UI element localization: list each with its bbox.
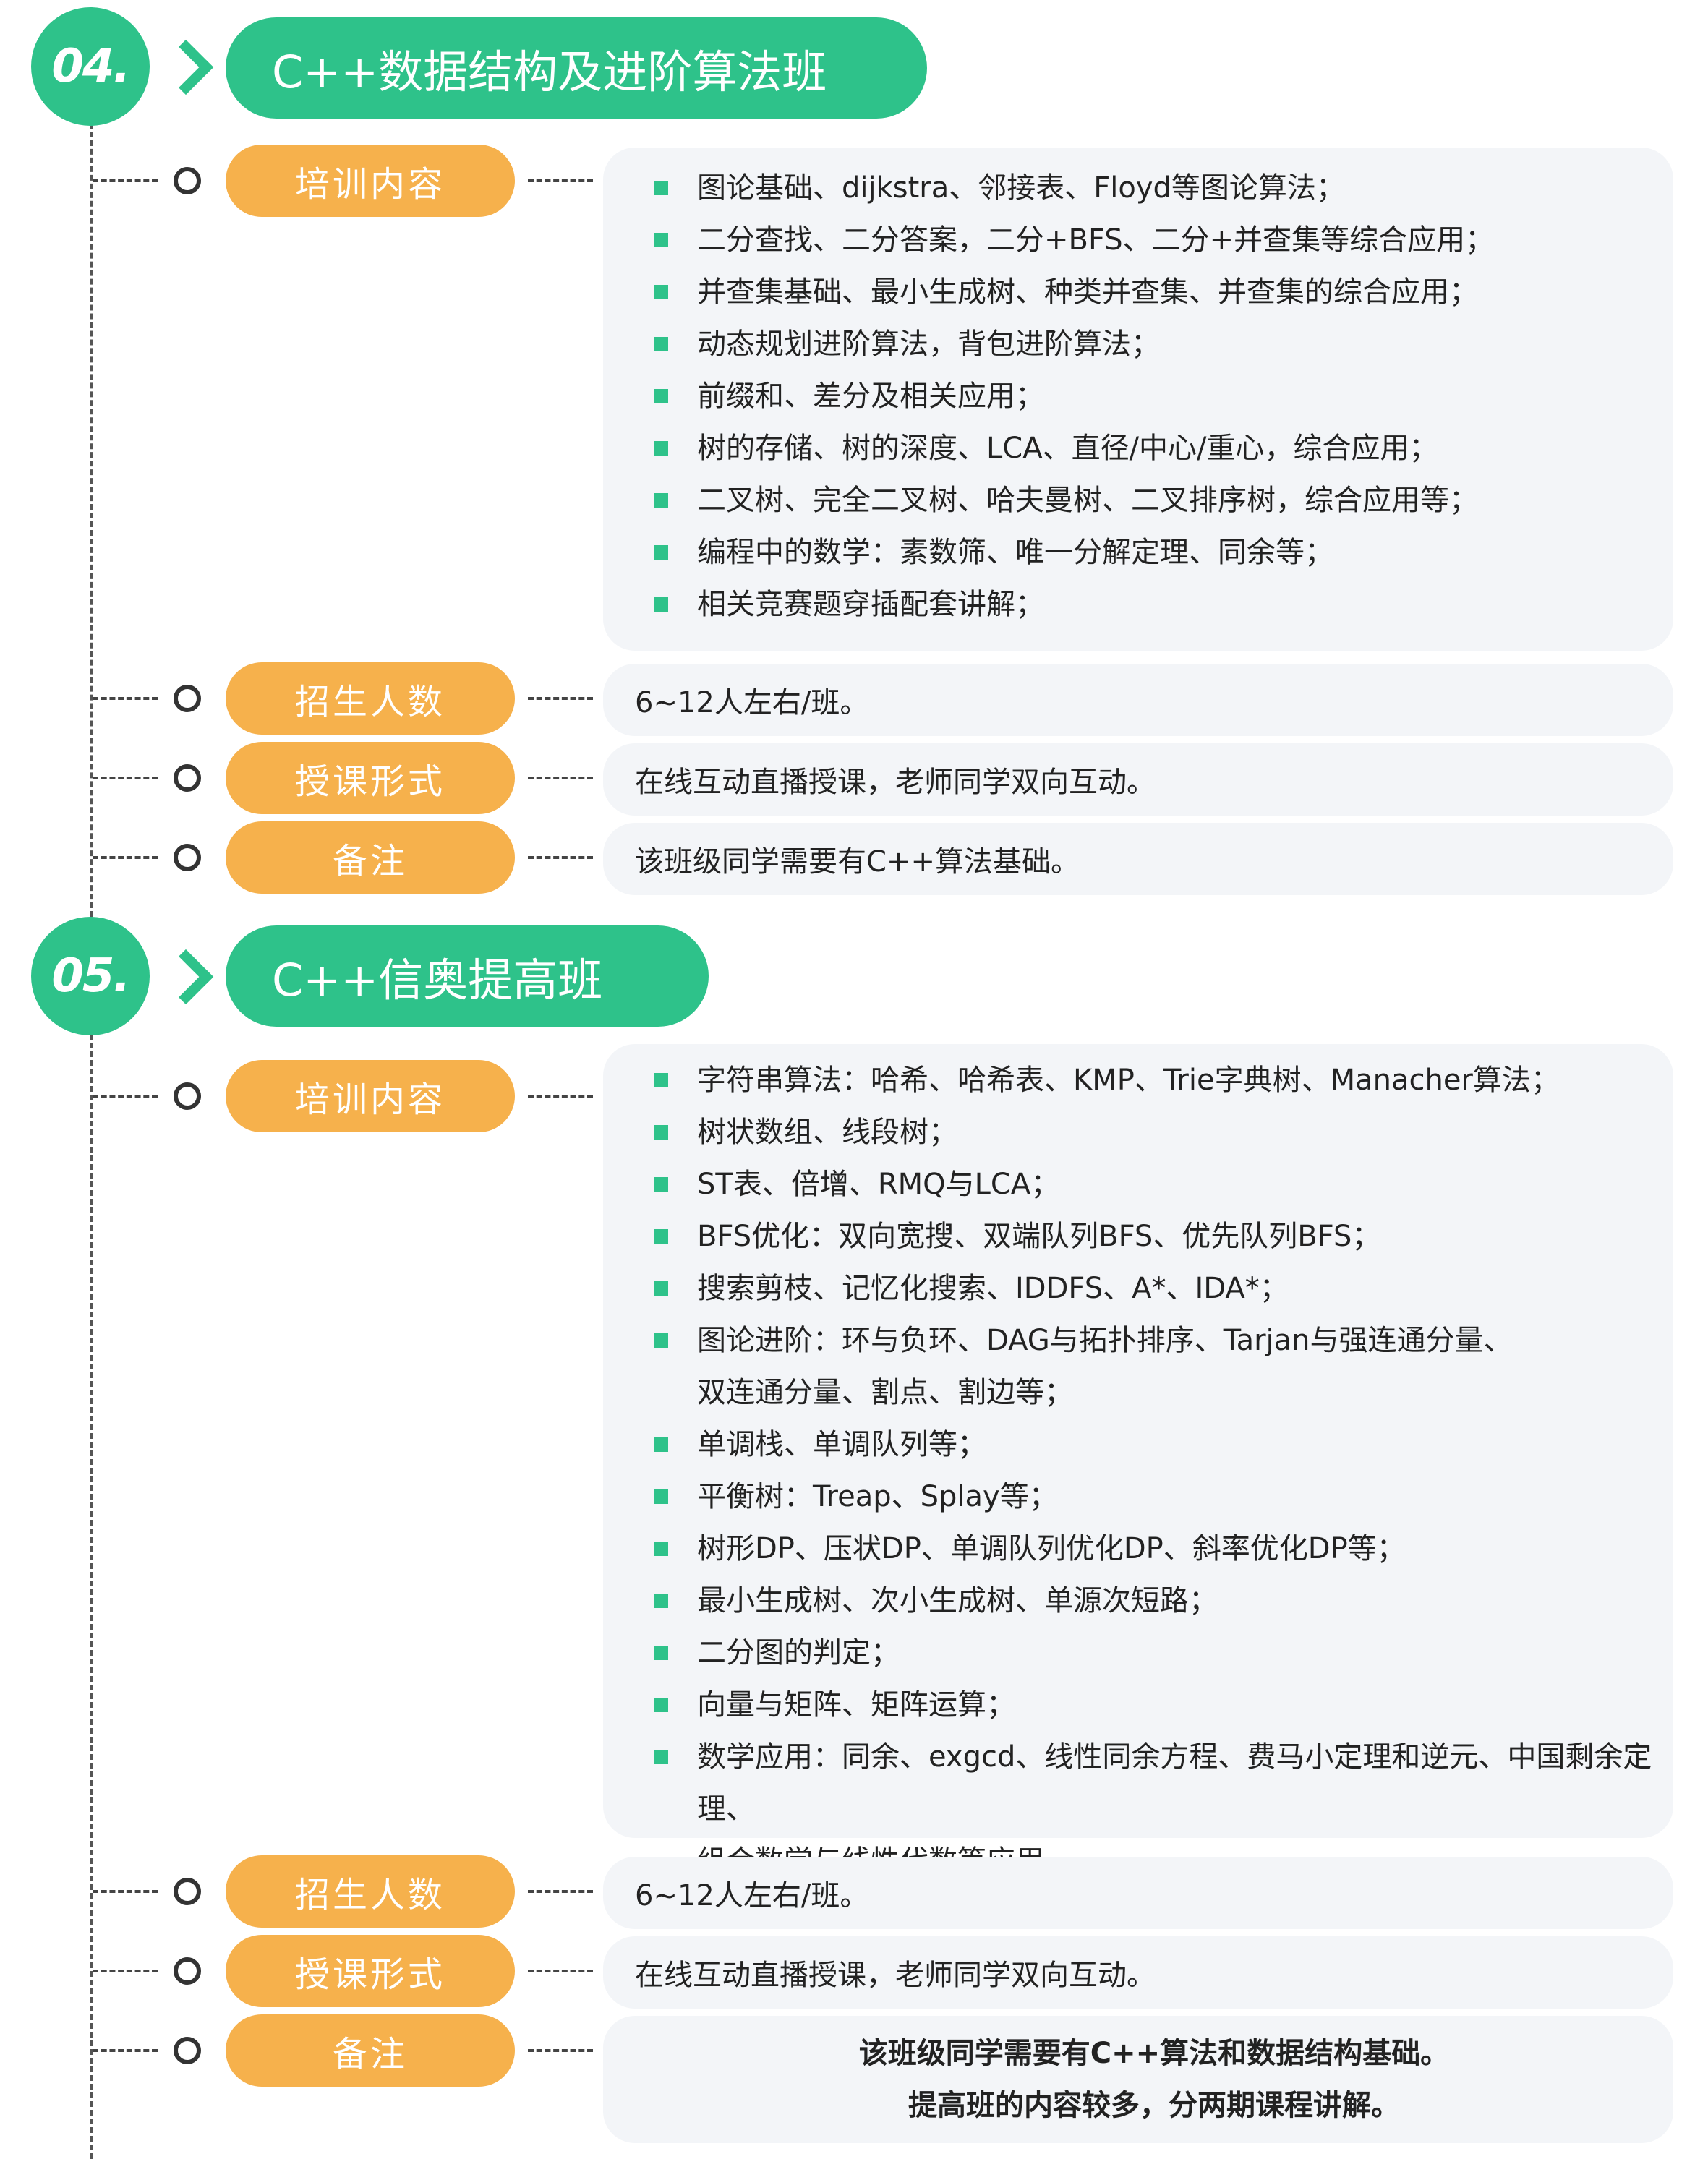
row-connector-right — [528, 777, 593, 779]
note-value-box: 该班级同学需要有C++算法和数据结构基础。 提高班的内容较多，分两期课程讲解。 — [603, 2016, 1673, 2143]
format-value-box: 在线互动直播授课，老师同学双向互动。 — [603, 743, 1673, 816]
label-enrollment-text: 招生人数 — [294, 1875, 445, 1915]
row-connector-left — [93, 777, 158, 779]
section-number: 05. — [51, 949, 130, 1003]
list-item: 图论基础、dijkstra、邻接表、Floyd等图论算法； — [654, 162, 1659, 214]
row-connector-left — [93, 697, 158, 700]
format-value-box: 在线互动直播授课，老师同学双向互动。 — [603, 1936, 1673, 2009]
list-item: 前缀和、差分及相关应用； — [654, 370, 1659, 422]
list-item: 最小生成树、次小生成树、单源次短路； — [654, 1575, 1659, 1627]
circle-outline-icon — [174, 1878, 201, 1905]
list-item: 二叉树、完全二叉树、哈夫曼树、二叉排序树，综合应用等； — [654, 474, 1659, 526]
label-note-text: 备注 — [332, 841, 408, 881]
row-connector-right — [528, 2049, 593, 2052]
label-note-text: 备注 — [332, 2034, 408, 2074]
section-title-pill: C++信奥提高班 — [226, 925, 709, 1027]
timeline-line-05 — [90, 1034, 93, 2159]
note-value-box: 该班级同学需要有C++算法基础。 — [603, 823, 1673, 895]
list-item: 二分图的判定； — [654, 1627, 1659, 1679]
label-content-text: 培训内容 — [294, 164, 445, 205]
timeline-line-04 — [90, 123, 93, 925]
chevron-right-icon — [166, 944, 195, 1002]
label-note: 备注 — [226, 2014, 515, 2087]
section-number: 04. — [51, 40, 130, 93]
list-item: 二分查找、二分答案，二分+BFS、二分+并查集等综合应用； — [654, 214, 1659, 266]
course-item-list: 字符串算法：哈希、哈希表、KMP、Trie字典树、Manacher算法； 树状数… — [603, 1054, 1673, 1887]
row-connector-left — [93, 1970, 158, 1972]
circle-outline-icon — [174, 1082, 201, 1110]
list-item: BFS优化：双向宽搜、双端队列BFS、优先队列BFS； — [654, 1210, 1659, 1262]
list-item: 树的存储、树的深度、LCA、直径/中心/重心，综合应用； — [654, 422, 1659, 474]
section-title-pill: C++数据结构及进阶算法班 — [226, 17, 927, 119]
row-connector-right — [528, 179, 593, 182]
label-format: 授课形式 — [226, 1935, 515, 2007]
label-content: 培训内容 — [226, 1060, 515, 1132]
list-item: 编程中的数学：素数筛、唯一分解定理、同余等； — [654, 526, 1659, 578]
row-connector-left — [93, 179, 158, 182]
course-item-list: 图论基础、dijkstra、邻接表、Floyd等图论算法； 二分查找、二分答案，… — [603, 162, 1673, 630]
circle-outline-icon — [174, 764, 201, 792]
list-item: 单调栈、单调队列等； — [654, 1419, 1659, 1471]
list-item: 树状数组、线段树； — [654, 1106, 1659, 1158]
circle-outline-icon — [174, 167, 201, 194]
list-item: 图论进阶：环与负环、DAG与拓扑排序、Tarjan与强连通分量、 — [654, 1314, 1659, 1367]
section-title: C++信奥提高班 — [272, 954, 603, 1006]
list-item: ST表、倍增、RMQ与LCA； — [654, 1158, 1659, 1210]
list-item: 动态规划进阶算法，背包进阶算法； — [654, 318, 1659, 370]
format-value: 在线互动直播授课，老师同学双向互动。 — [635, 766, 1156, 799]
list-item: 搜索剪枝、记忆化搜索、IDDFS、A*、IDA*； — [654, 1262, 1659, 1314]
list-item: 平衡树：Treap、Splay等； — [654, 1471, 1659, 1523]
label-enrollment: 招生人数 — [226, 1855, 515, 1928]
list-item: 相关竞赛题穿插配套讲解； — [654, 578, 1659, 630]
row-connector-right — [528, 1095, 593, 1098]
section-number-badge: 04. — [31, 7, 150, 126]
row-connector-right — [528, 697, 593, 700]
list-item: 树形DP、压状DP、单调队列优化DP、斜率优化DP等； — [654, 1523, 1659, 1575]
row-connector-left — [93, 856, 158, 859]
circle-outline-icon — [174, 844, 201, 871]
label-format-text: 授课形式 — [294, 1954, 445, 1995]
row-connector-left — [93, 2049, 158, 2052]
enrollment-value: 6~12人左右/班。 — [635, 686, 869, 719]
label-content: 培训内容 — [226, 145, 515, 217]
chevron-right-icon — [166, 35, 195, 93]
enrollment-value: 6~12人左右/班。 — [635, 1879, 869, 1912]
section-number-badge: 05. — [31, 917, 150, 1035]
note-line: 该班级同学需要有C++算法和数据结构基础。 — [858, 2037, 1450, 2070]
circle-outline-icon — [174, 1957, 201, 1985]
circle-outline-icon — [174, 685, 201, 712]
list-item-continuation: 双连通分量、割点、割边等； — [697, 1376, 1073, 1409]
row-connector-right — [528, 1970, 593, 1972]
list-item: 并查集基础、最小生成树、种类并查集、并查集的综合应用； — [654, 266, 1659, 318]
list-item: 数学应用：同余、exgcd、线性同余方程、费马小定理和逆元、中国剩余定理、 — [654, 1731, 1659, 1835]
label-enrollment: 招生人数 — [226, 662, 515, 735]
note-line: 提高班的内容较多，分两期课程讲解。 — [908, 2089, 1400, 2122]
label-format: 授课形式 — [226, 742, 515, 814]
format-value: 在线互动直播授课，老师同学双向互动。 — [635, 1959, 1156, 1992]
label-note: 备注 — [226, 821, 515, 894]
row-connector-right — [528, 856, 593, 859]
row-connector-left — [93, 1095, 158, 1098]
row-connector-left — [93, 1890, 158, 1893]
label-enrollment-text: 招生人数 — [294, 682, 445, 722]
circle-outline-icon — [174, 2037, 201, 2064]
section-title: C++数据结构及进阶算法班 — [272, 46, 827, 98]
content-box-course-items: 字符串算法：哈希、哈希表、KMP、Trie字典树、Manacher算法； 树状数… — [603, 1044, 1673, 1878]
enrollment-value-box: 6~12人左右/班。 — [603, 664, 1673, 736]
label-content-text: 培训内容 — [294, 1080, 445, 1120]
note-value: 该班级同学需要有C++算法基础。 — [635, 845, 1080, 878]
row-connector-right — [528, 1890, 593, 1893]
list-item: 字符串算法：哈希、哈希表、KMP、Trie字典树、Manacher算法； — [654, 1054, 1659, 1106]
list-item: 向量与矩阵、矩阵运算； — [654, 1679, 1659, 1731]
enrollment-value-box: 6~12人左右/班。 — [603, 1857, 1673, 1929]
content-box-course-items: 图论基础、dijkstra、邻接表、Floyd等图论算法； 二分查找、二分答案，… — [603, 148, 1673, 651]
label-format-text: 授课形式 — [294, 761, 445, 802]
